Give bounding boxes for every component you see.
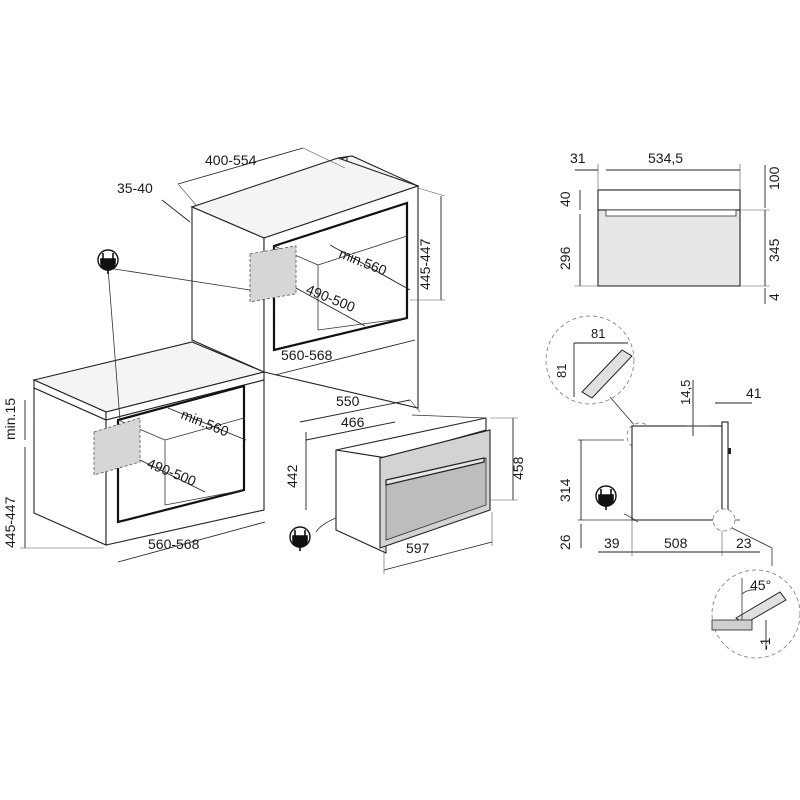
front-elevation: 31 534,5 100 40 296 345 4 [557,150,782,304]
dim-560-568-upper: 560-568 [281,347,333,363]
dim-445-447-upper: 445-447 [417,238,433,290]
dim-100: 100 [766,166,782,190]
dim-550: 550 [336,393,360,409]
plug-icon [595,485,617,510]
dim-458: 458 [510,456,526,480]
front-door [597,209,741,287]
lower-counter [32,341,266,546]
dim-40: 40 [557,191,573,207]
dim-minus-1: -1 [757,637,773,650]
dim-314: 314 [557,478,573,502]
upper-niche [249,201,409,352]
dim-45-deg: 45° [750,577,771,593]
dim-26: 26 [557,534,573,550]
dim-345: 345 [766,238,782,262]
front-handle [605,209,737,217]
side-section: 14,5 41 314 26 39 508 23 [557,380,773,566]
dim-81-top: 81 [591,326,605,341]
dim-min15: min.15 [2,398,18,440]
dim-81-side: 81 [554,364,569,378]
dim-41: 41 [746,385,762,401]
detail-a: 81 81 [545,315,637,428]
plug-icon [289,526,311,551]
oven-side [335,449,387,554]
upper-socket-zone [249,245,297,303]
dim-508: 508 [664,535,688,551]
dim-466: 466 [341,414,365,430]
plug-icon [97,249,251,421]
dim-4: 4 [766,293,782,301]
dim-400-554: 400-554 [205,152,257,168]
dim-31: 31 [570,150,586,166]
dim-296: 296 [557,246,573,270]
lower-socket-zone [93,417,141,476]
dim-23: 23 [736,535,752,551]
side-oven-body [631,425,723,521]
dim-14-5: 14,5 [678,380,693,405]
dim-35-40: 35-40 [117,180,153,196]
dim-597: 597 [406,540,430,556]
oven-isometric [335,414,491,554]
dim-445-447-lower: 445-447 [2,496,18,548]
dim-560-568-lower: 560-568 [148,536,200,552]
oven-dimensions: 550 466 442 458 597 [284,393,526,574]
front-top-panel [597,189,741,211]
dim-39: 39 [604,535,620,551]
oven-handle [385,457,485,486]
dim-534-5: 534,5 [648,150,683,166]
dim-442: 442 [284,464,300,488]
detail-b: 45° -1 [711,569,800,659]
